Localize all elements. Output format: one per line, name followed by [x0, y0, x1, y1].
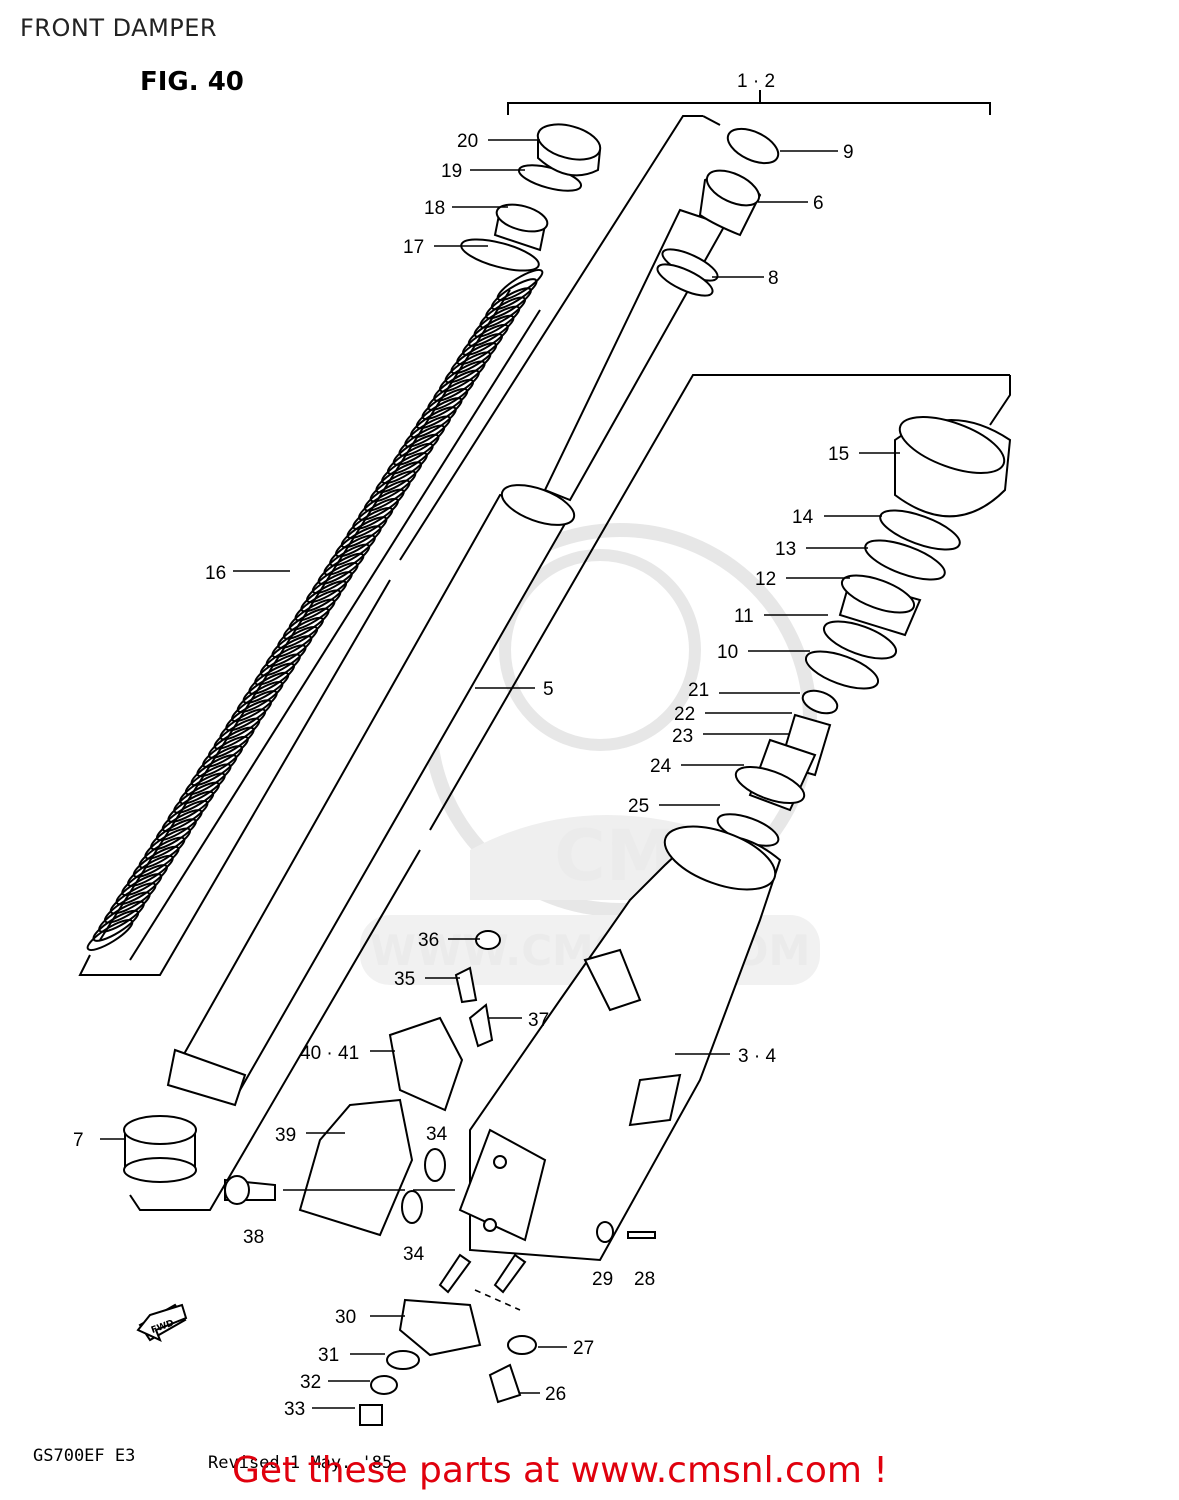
- callout-28: 28: [634, 1269, 655, 1290]
- callout-18: 18: [424, 198, 445, 219]
- callout-22: 22: [674, 704, 695, 725]
- leader-lines: [100, 139, 900, 1409]
- callout-9: 9: [843, 142, 854, 163]
- footer-model: GS700EF E3: [33, 1446, 135, 1466]
- callout-10: 10: [717, 642, 738, 663]
- callout-32: 32: [300, 1372, 321, 1393]
- callout-21: 21: [688, 680, 709, 701]
- callout-31: 31: [318, 1345, 339, 1366]
- caliper-bracket-parts: [138, 930, 656, 1426]
- callout-3-4: 3 · 4: [738, 1046, 776, 1067]
- callout-34-upper: 34: [426, 1124, 448, 1145]
- damper-rod: [543, 127, 780, 502]
- group-bracket-1-2: [507, 90, 991, 115]
- callout-35: 35: [394, 969, 415, 990]
- bush-7: [123, 1115, 197, 1183]
- callout-16: 16: [205, 563, 226, 584]
- callout-1-2: 1 · 2: [737, 71, 775, 92]
- callout-33: 33: [284, 1399, 305, 1420]
- callout-36: 36: [418, 930, 439, 951]
- spring-coil: [496, 268, 544, 302]
- spring-seat-parts: [460, 123, 602, 272]
- callout-25: 25: [628, 796, 649, 817]
- callout-13: 13: [775, 539, 796, 560]
- callout-17: 17: [403, 237, 424, 258]
- footer-revision: Revised 1 May. '85: [208, 1453, 392, 1473]
- callout-27: 27: [573, 1338, 594, 1359]
- callout-20: 20: [457, 131, 478, 152]
- inner-tube-bracket: [129, 374, 1011, 1211]
- spring-bracket: [78, 115, 721, 976]
- callout-7: 7: [73, 1130, 84, 1151]
- callout-40-41: 40 · 41: [300, 1043, 359, 1064]
- callout-39: 39: [275, 1125, 296, 1146]
- outer-tube: [438, 825, 782, 1294]
- callout-11: 11: [734, 606, 754, 627]
- callout-26: 26: [545, 1384, 566, 1405]
- figure-id: FIG. 40: [140, 67, 244, 97]
- inner-tube: [166, 484, 576, 1107]
- callout-12: 12: [755, 569, 776, 590]
- seal-stack: [716, 416, 1012, 847]
- callout-15: 15: [828, 444, 849, 465]
- callout-14: 14: [792, 507, 814, 528]
- callout-37: 37: [528, 1010, 549, 1031]
- callout-23: 23: [672, 726, 693, 747]
- callout-6: 6: [813, 193, 824, 214]
- callout-38: 38: [243, 1227, 264, 1248]
- parts-link-banner[interactable]: Get these parts at www.cmsnl.com !: [232, 1450, 888, 1491]
- callout-24: 24: [650, 756, 672, 777]
- page-title: FRONT DAMPER: [20, 14, 218, 42]
- callout-labels: 20 19 18 17 16 9 6 8 15 14 13 12 11 10 2…: [73, 131, 854, 1420]
- spring-coils: [86, 268, 544, 952]
- callout-30: 30: [335, 1307, 356, 1328]
- callout-29: 29: [592, 1269, 613, 1290]
- callout-5: 5: [543, 679, 554, 700]
- callout-34-lower: 34: [403, 1244, 425, 1265]
- callout-8: 8: [768, 268, 779, 289]
- callout-19: 19: [441, 161, 462, 182]
